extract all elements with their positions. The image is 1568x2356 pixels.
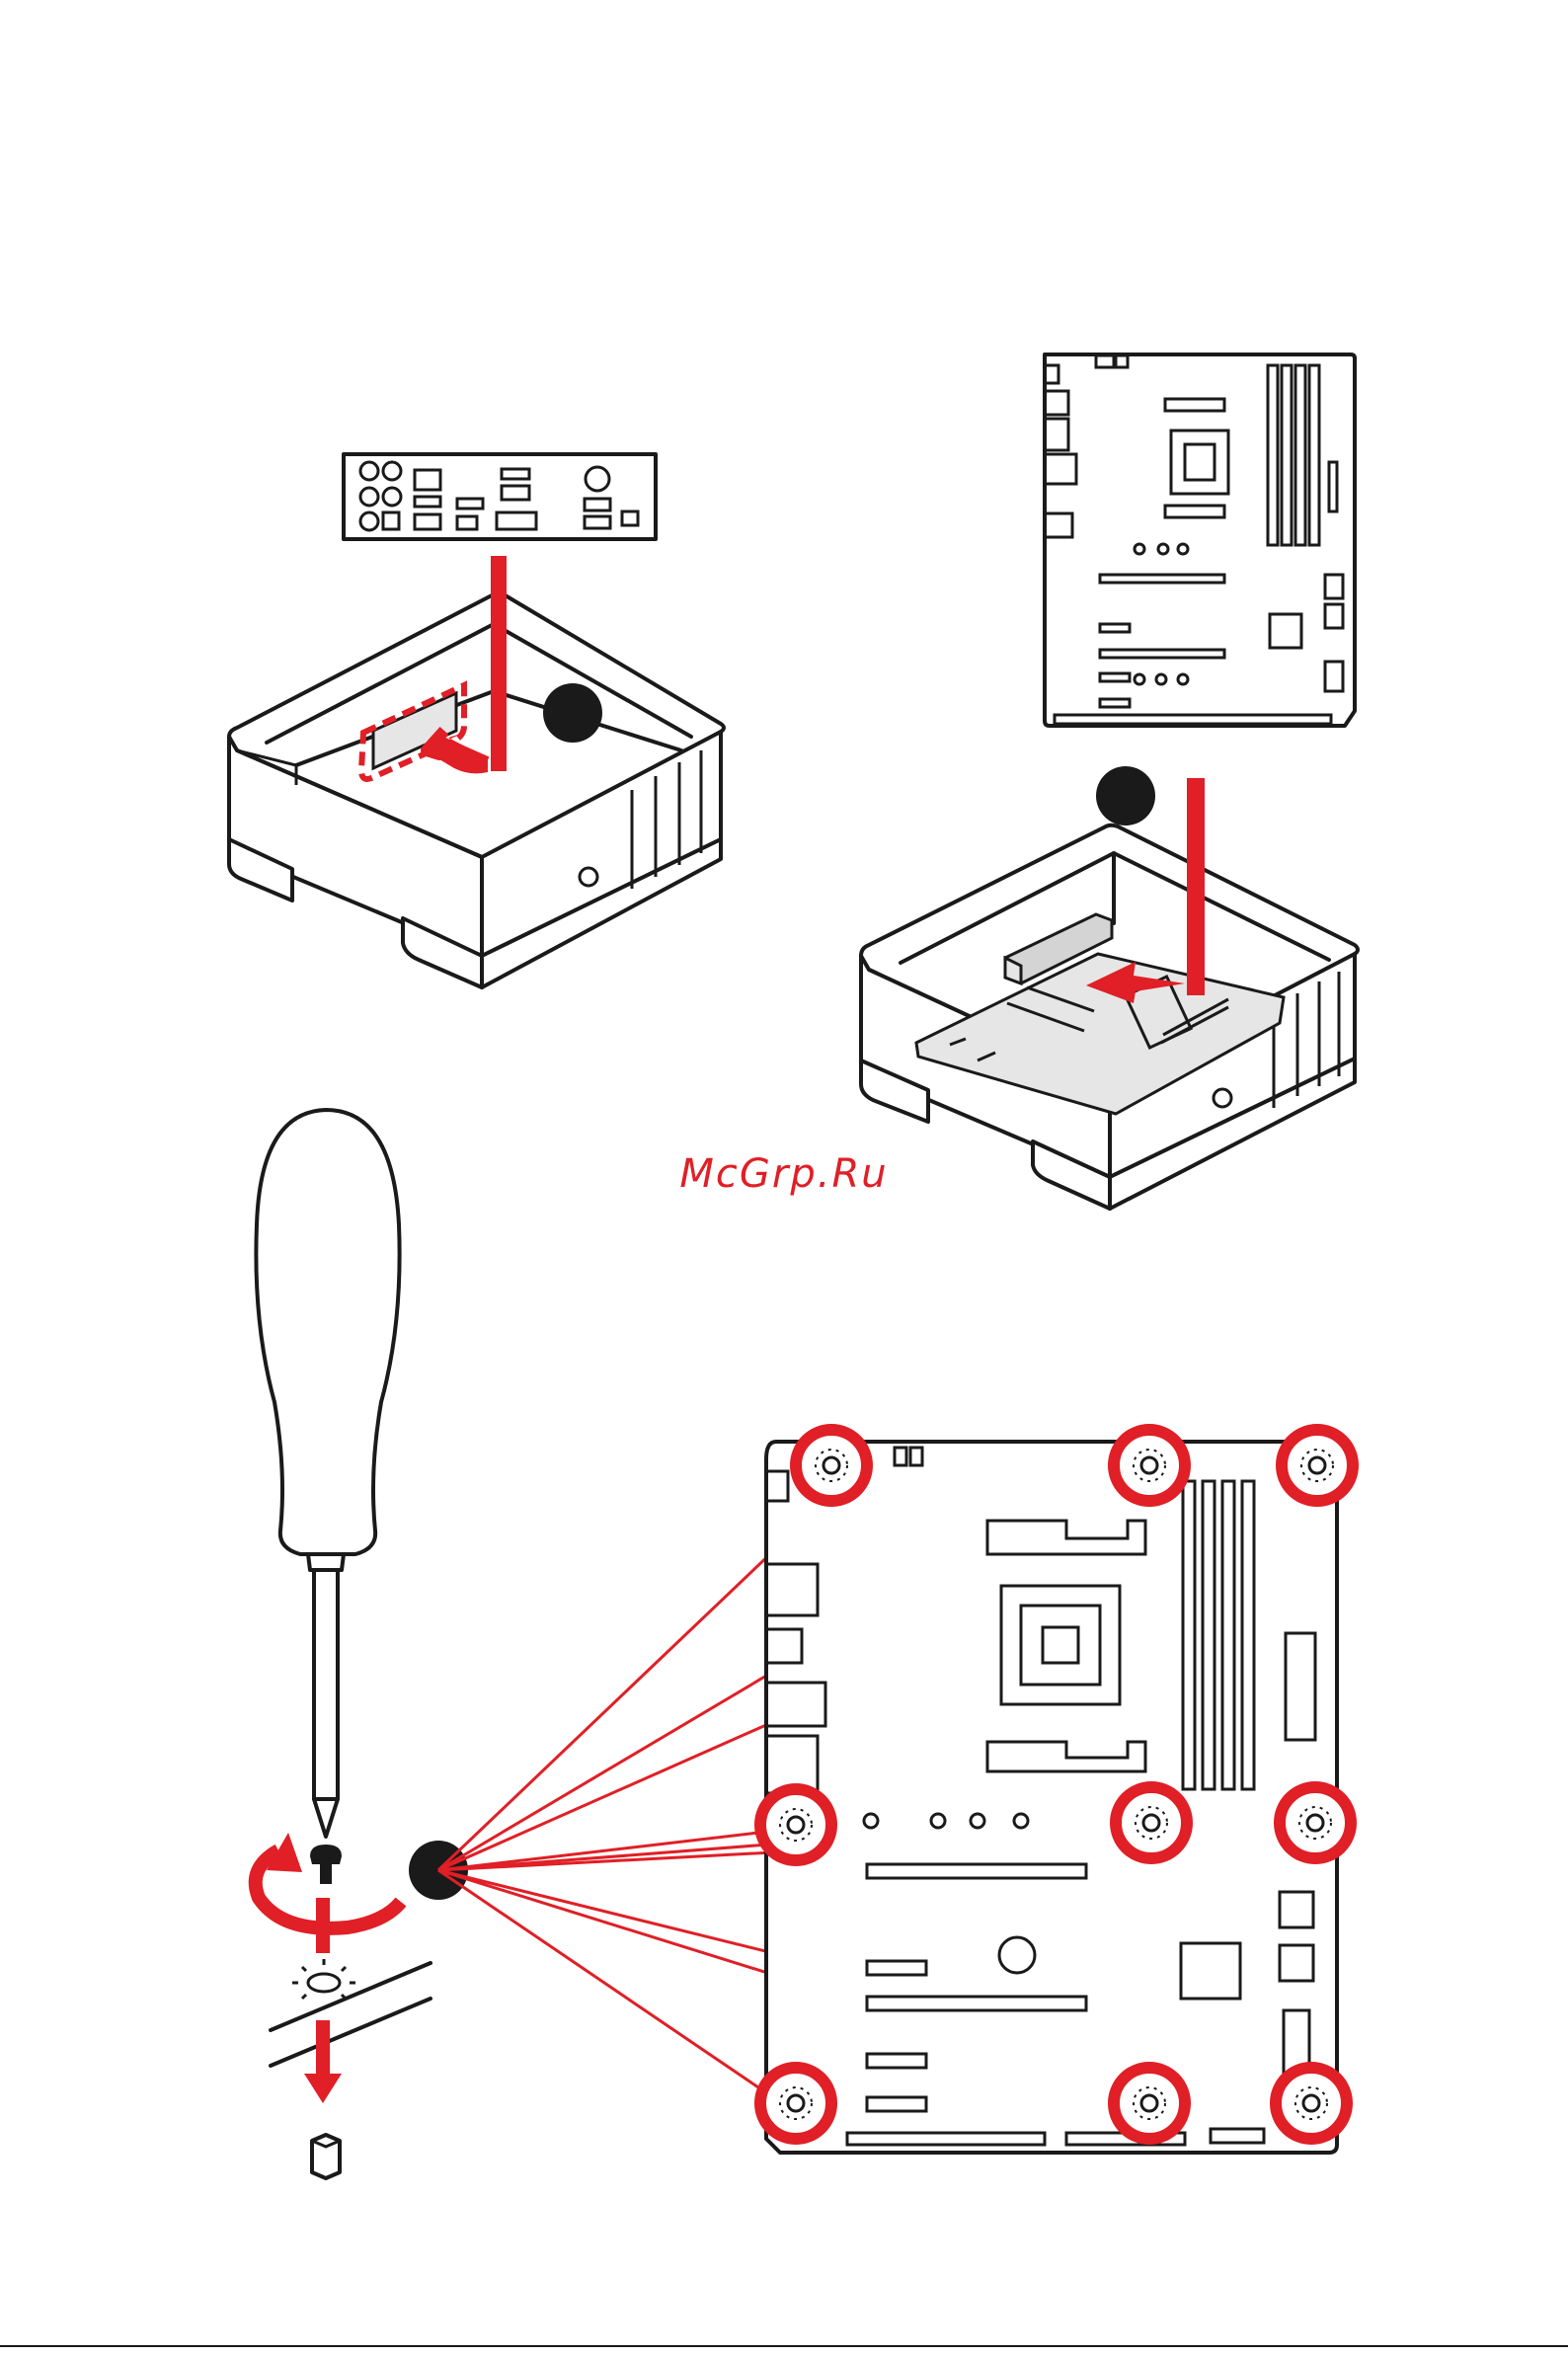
screw-hole-bottom-middle [1114, 2068, 1185, 2139]
screwdriver-icon [256, 1110, 399, 1837]
screw-icon [310, 1845, 342, 1884]
screw-hole-mid-left [760, 1789, 831, 1860]
pc-case-icon [229, 593, 724, 987]
screw-hole-mid-middle [1116, 1787, 1187, 1858]
screw-hole-top-left [796, 1430, 867, 1501]
screw-hole-top-right [1282, 1430, 1353, 1501]
screw-hole-bottom-right [1276, 2068, 1347, 2139]
watermark: McGrp.Ru [0, 1151, 1568, 1197]
step-marker-2 [1096, 766, 1155, 825]
standoff-icon [304, 2020, 342, 2178]
screw-hole-mid-right [1280, 1787, 1351, 1858]
motherboard-detail [766, 1442, 1337, 2153]
io-shield-icon [344, 454, 656, 539]
screw-hole-top-middle [1114, 1430, 1185, 1501]
step-marker-1 [543, 683, 602, 743]
motherboard-icon [1045, 354, 1355, 726]
screw-hole-bottom-left [760, 2068, 831, 2139]
mounting-hole-icon [271, 1959, 431, 2066]
